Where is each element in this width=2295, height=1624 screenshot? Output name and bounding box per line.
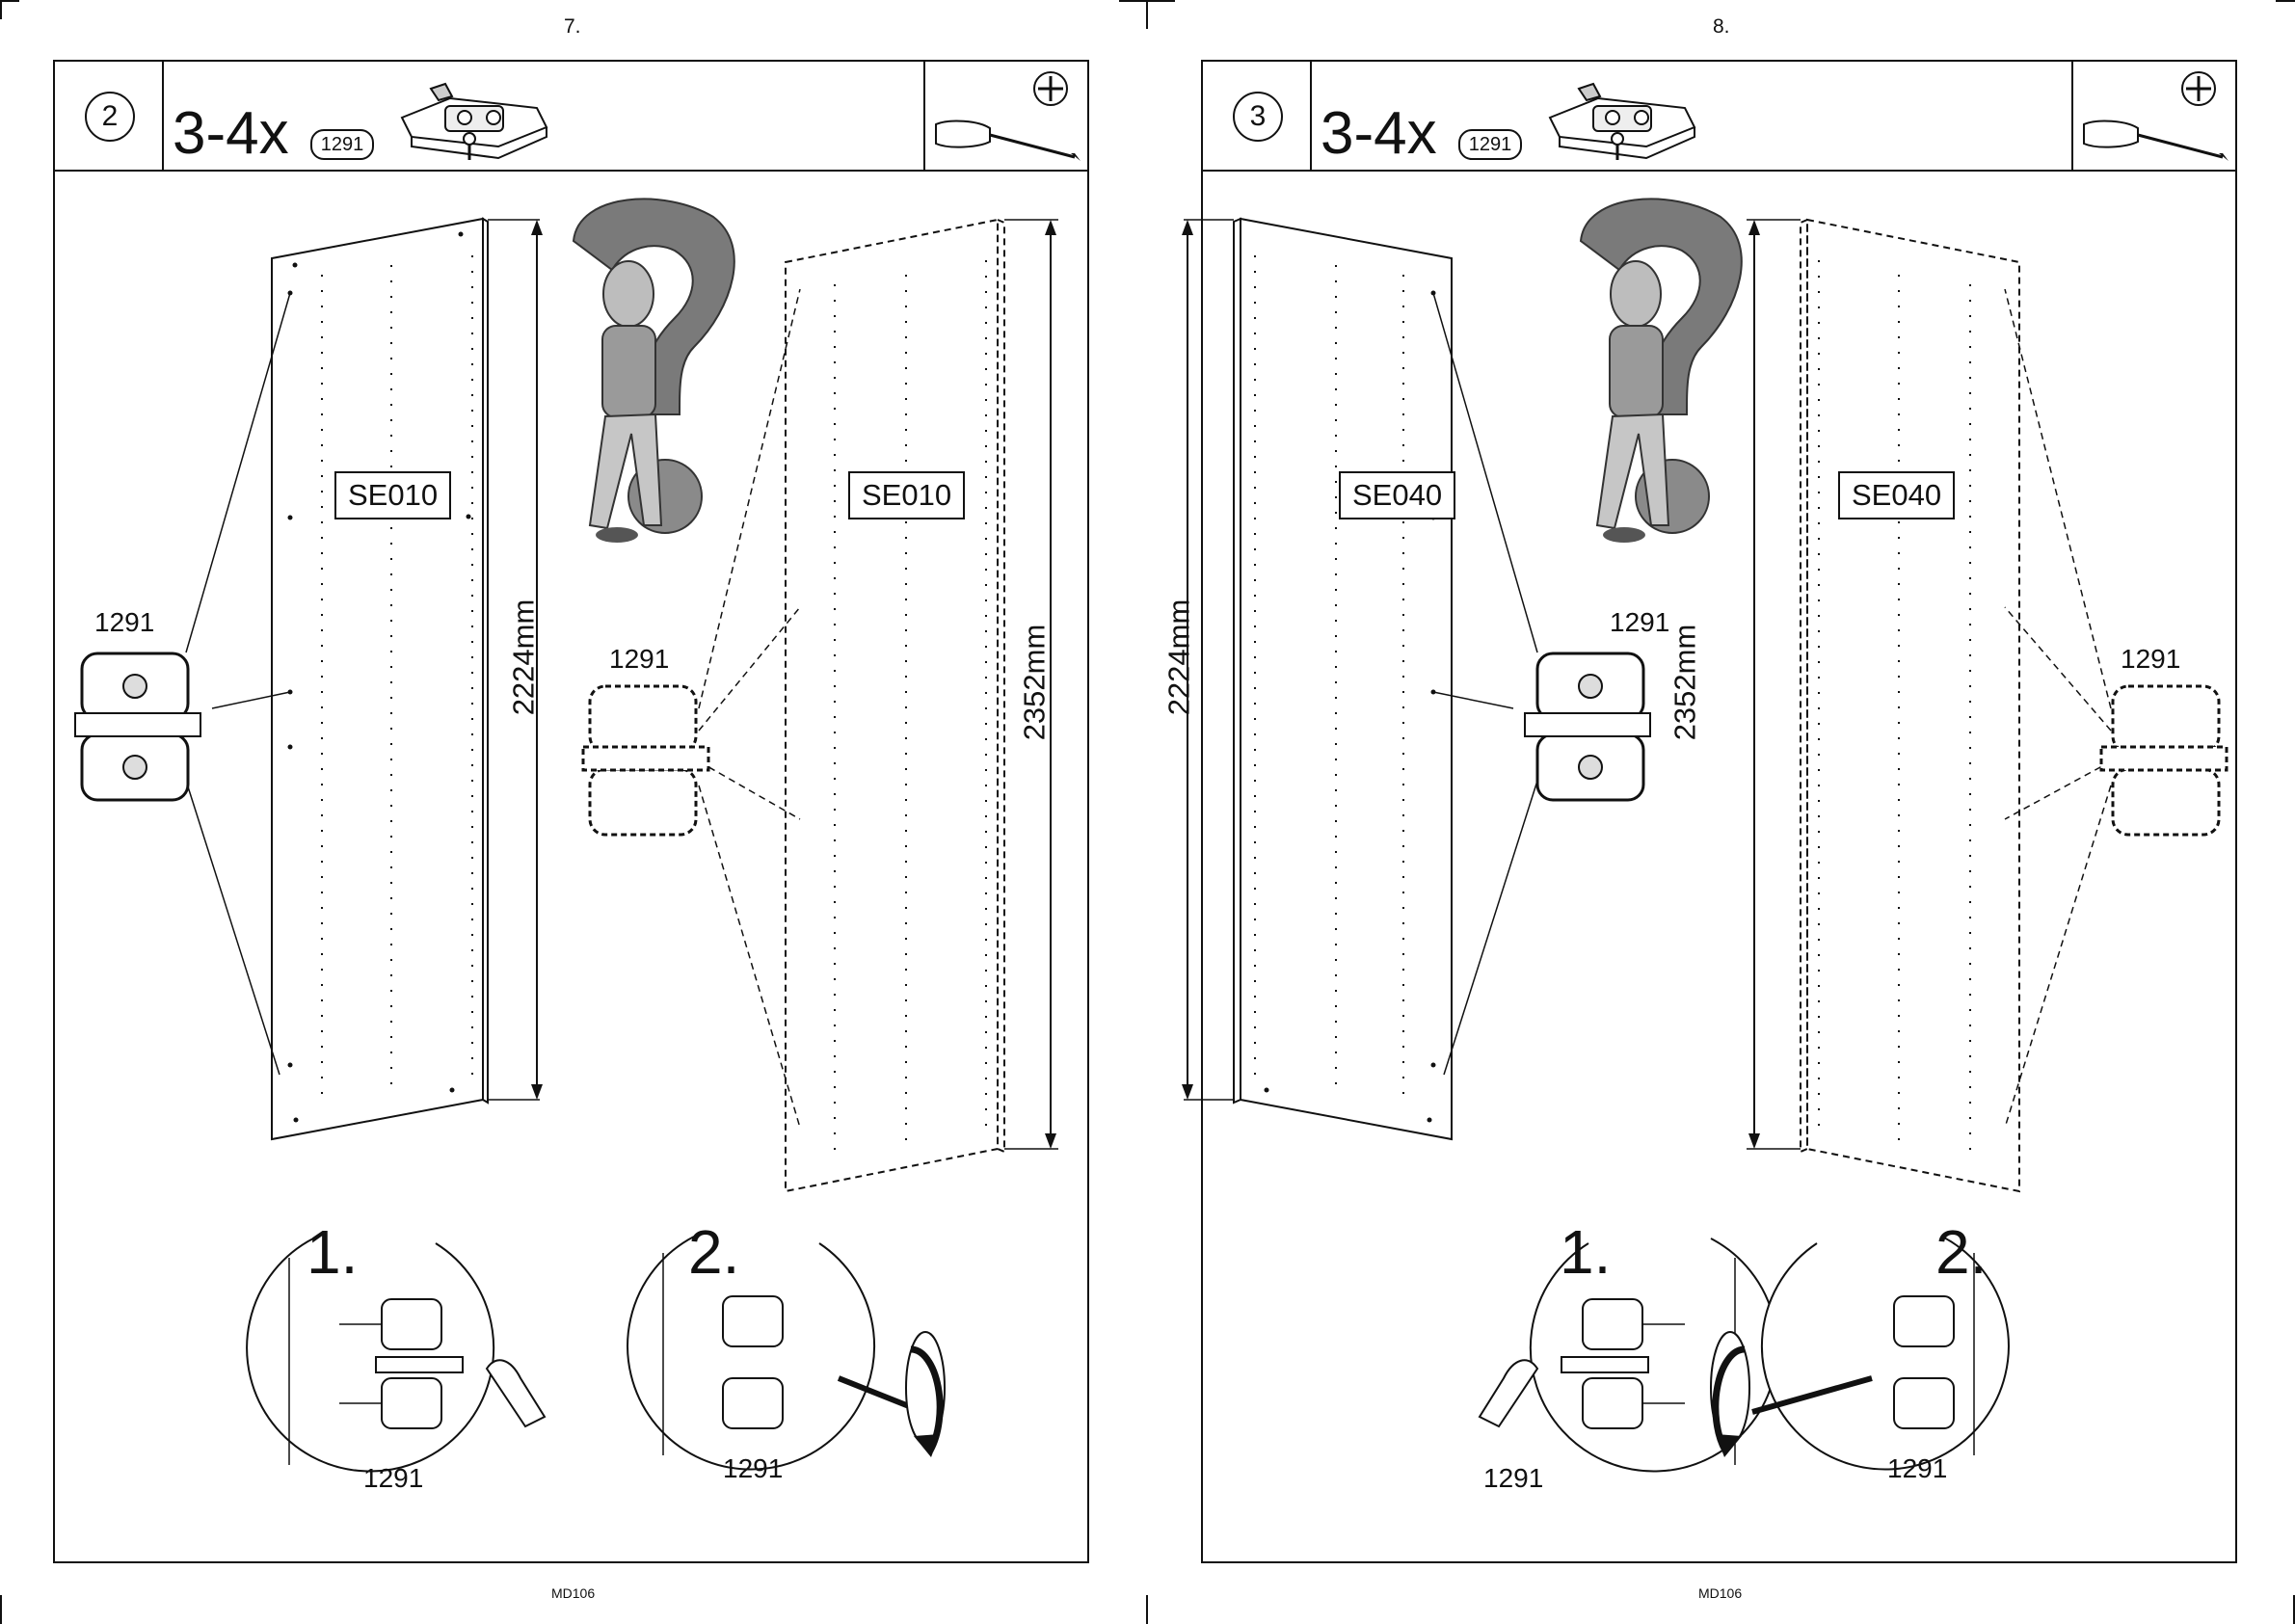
substep-1-label: 1. [1560, 1216, 1611, 1288]
manual-page-8: 8. 3 3-4x 1291 [1147, 0, 2294, 1624]
crop-mark [1146, 1595, 1148, 1624]
footer-code: MD106 [1698, 1585, 1742, 1601]
tall-side-panel [1801, 220, 2019, 1191]
dimension-label-short: 2224mm [506, 599, 541, 716]
detail-part-label-1: 1291 [363, 1463, 423, 1494]
dimension-label-tall: 2352mm [1017, 625, 1052, 741]
tall-side-panel [786, 220, 1004, 1191]
substep-2-label: 2. [1935, 1216, 1987, 1288]
hinge-callout-tall [583, 686, 708, 835]
part-label-tall-panel: 1291 [609, 644, 669, 675]
panel-label-tall: SE040 [1838, 471, 1955, 519]
assembly-drawing [1147, 0, 2294, 1624]
crop-mark [0, 1595, 2, 1624]
substep-2-label: 2. [688, 1216, 739, 1288]
panel-label-tall: SE010 [848, 471, 965, 519]
crop-mark [0, 0, 19, 2]
short-side-panel [272, 219, 488, 1139]
crop-mark [1119, 0, 1175, 2]
footer-code: MD106 [551, 1585, 595, 1601]
dimension-label-short: 2224mm [1161, 599, 1196, 716]
short-side-panel [1234, 219, 1452, 1139]
detail-part-label-1: 1291 [1483, 1463, 1543, 1494]
detail-circle-1 [247, 1238, 494, 1472]
tall-panel-holes [835, 260, 986, 1152]
finger-press-icon [1480, 1360, 1537, 1426]
panel-label-short: SE010 [334, 471, 451, 519]
dimension-line-tall [1747, 220, 1801, 1149]
crop-mark [2276, 0, 2295, 2]
handyman-question-mark-illustration [574, 199, 734, 543]
hinge-callout-tall [2101, 686, 2227, 835]
part-label-short-panel: 1291 [94, 607, 154, 638]
hinge-callout-short [75, 653, 200, 800]
panel-label-short: SE040 [1339, 471, 1455, 519]
finger-press-icon [487, 1360, 545, 1426]
substep-1-label: 1. [307, 1216, 358, 1288]
detail-part-label-2: 1291 [723, 1453, 783, 1484]
crop-mark [1146, 0, 1148, 29]
tall-panel-holes [1819, 260, 1970, 1152]
leader-lines-tall [2005, 289, 2111, 1128]
detail-circle-2 [627, 1237, 945, 1470]
dimension-label-tall: 2352mm [1668, 625, 1702, 741]
assembly-drawing [0, 0, 1147, 1624]
handyman-question-mark-illustration [1581, 199, 1742, 543]
hinge-callout-short [1525, 653, 1650, 800]
detail-part-label-2: 1291 [1887, 1453, 1947, 1484]
crop-mark [0, 0, 2, 19]
part-label-tall-panel: 1291 [2121, 644, 2180, 675]
manual-page-7: 7. 2 3-4x 1291 [0, 0, 1147, 1624]
part-label-short-panel: 1291 [1610, 607, 1669, 638]
